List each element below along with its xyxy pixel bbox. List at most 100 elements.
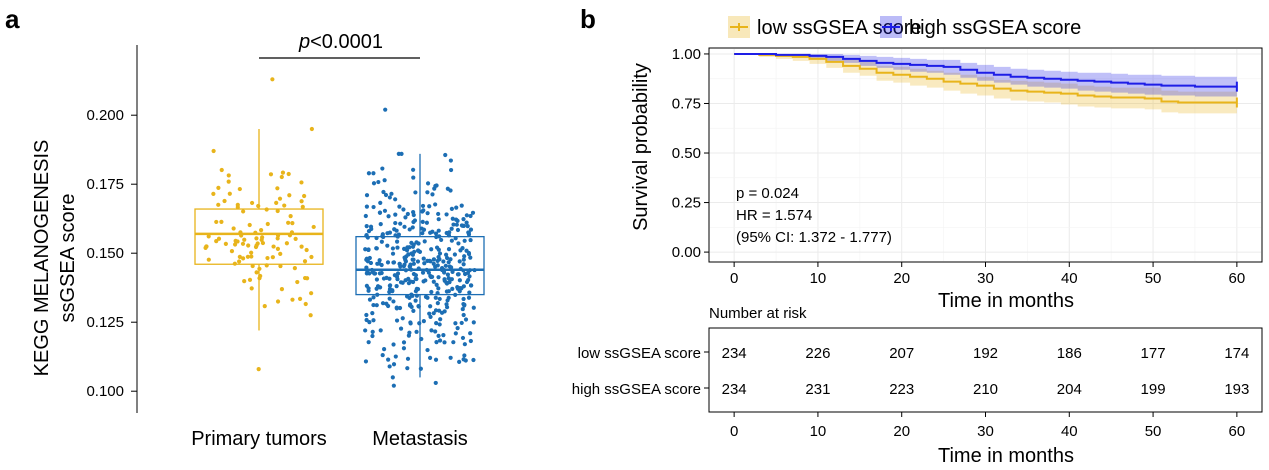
data-point: [436, 286, 441, 291]
data-point: [247, 222, 252, 228]
data-point: [403, 257, 408, 262]
data-point: [275, 186, 280, 191]
data-point: [256, 203, 261, 209]
data-point: [437, 257, 442, 262]
data-point: [275, 208, 280, 214]
risk-count: 177: [1141, 345, 1166, 362]
data-point: [378, 285, 383, 290]
data-point: [232, 242, 238, 247]
data-point: [456, 272, 461, 277]
data-point: [413, 273, 419, 278]
data-point: [471, 305, 476, 310]
data-point: [363, 247, 368, 252]
data-point: [206, 257, 211, 262]
data-point: [203, 245, 208, 250]
data-point: [421, 319, 426, 324]
data-point: [222, 198, 227, 204]
data-point: [462, 238, 467, 243]
data-point: [411, 175, 416, 180]
data-point: [407, 227, 412, 232]
data-point: [411, 261, 416, 266]
data-point: [393, 197, 398, 202]
data-point: [368, 260, 374, 266]
data-point: [394, 318, 400, 323]
risk-table-frame: [708, 327, 1263, 413]
x-tick-label: 40: [1061, 270, 1078, 287]
x-category-label: Metastasis: [372, 428, 468, 450]
x-tick-label: 20: [893, 270, 910, 287]
risk-x-tick-label: 10: [810, 423, 827, 440]
data-point: [448, 188, 453, 193]
data-point: [367, 297, 373, 302]
data-point: [443, 152, 448, 158]
data-point: [433, 202, 438, 207]
data-point: [279, 174, 284, 180]
data-point: [425, 347, 430, 353]
data-point: [380, 166, 385, 171]
data-point: [366, 340, 371, 345]
data-point: [376, 179, 381, 185]
data-point: [394, 305, 399, 310]
data-point: [309, 254, 314, 260]
data-point: [398, 326, 404, 331]
data-point: [280, 170, 286, 175]
data-point: [377, 210, 383, 215]
y-tick-label: 0.25: [672, 195, 701, 212]
data-point: [447, 280, 452, 285]
data-point: [374, 303, 379, 308]
data-point: [297, 296, 303, 301]
data-point: [279, 287, 285, 292]
data-point: [374, 277, 379, 282]
data-point: [449, 238, 454, 243]
outlier-point: [433, 380, 438, 386]
data-point: [371, 302, 376, 308]
data-point: [460, 306, 465, 312]
data-point: [372, 271, 377, 276]
data-point: [382, 178, 387, 183]
data-point: [371, 181, 377, 186]
risk-x-tick-label: 50: [1145, 423, 1162, 440]
data-point: [404, 248, 410, 253]
data-point: [308, 313, 313, 318]
data-point: [422, 261, 427, 266]
data-point: [237, 254, 242, 259]
data-point: [470, 210, 476, 215]
data-point: [413, 276, 418, 281]
data-point: [380, 352, 385, 358]
data-point: [364, 224, 369, 229]
panel-a: a KEGG MELANOGENESIS ssGSEA score 0.1000…: [5, 4, 485, 450]
data-point: [400, 316, 405, 321]
data-point: [391, 342, 396, 347]
hazard-ratio-text: HR = 1.574: [736, 207, 812, 224]
km-x-axis-title: Time in months: [938, 290, 1074, 312]
data-point: [431, 257, 437, 262]
data-point: [460, 246, 465, 251]
legend-label-high: high ssGSEA score: [909, 17, 1081, 39]
data-point: [275, 246, 281, 251]
data-point: [288, 213, 293, 219]
data-point: [370, 329, 375, 334]
risk-count: 204: [1057, 381, 1082, 398]
outlier-point: [270, 77, 275, 82]
data-point: [407, 295, 412, 300]
data-point: [417, 321, 422, 326]
data-point: [380, 301, 386, 306]
data-point: [286, 171, 291, 177]
data-point: [437, 308, 442, 313]
data-point: [434, 321, 439, 326]
outlier-point: [383, 107, 388, 112]
data-point: [464, 220, 469, 225]
data-point: [413, 289, 419, 294]
x-tick-label: 0: [730, 270, 738, 287]
data-point: [429, 247, 434, 252]
data-point: [287, 193, 292, 198]
data-point: [437, 251, 443, 256]
data-point: [259, 228, 264, 233]
significance-bracket: p<0.0001: [259, 31, 420, 59]
data-point: [249, 254, 254, 259]
data-point: [363, 213, 368, 219]
data-point: [270, 255, 275, 260]
data-point: [438, 317, 443, 322]
data-point: [444, 212, 449, 217]
